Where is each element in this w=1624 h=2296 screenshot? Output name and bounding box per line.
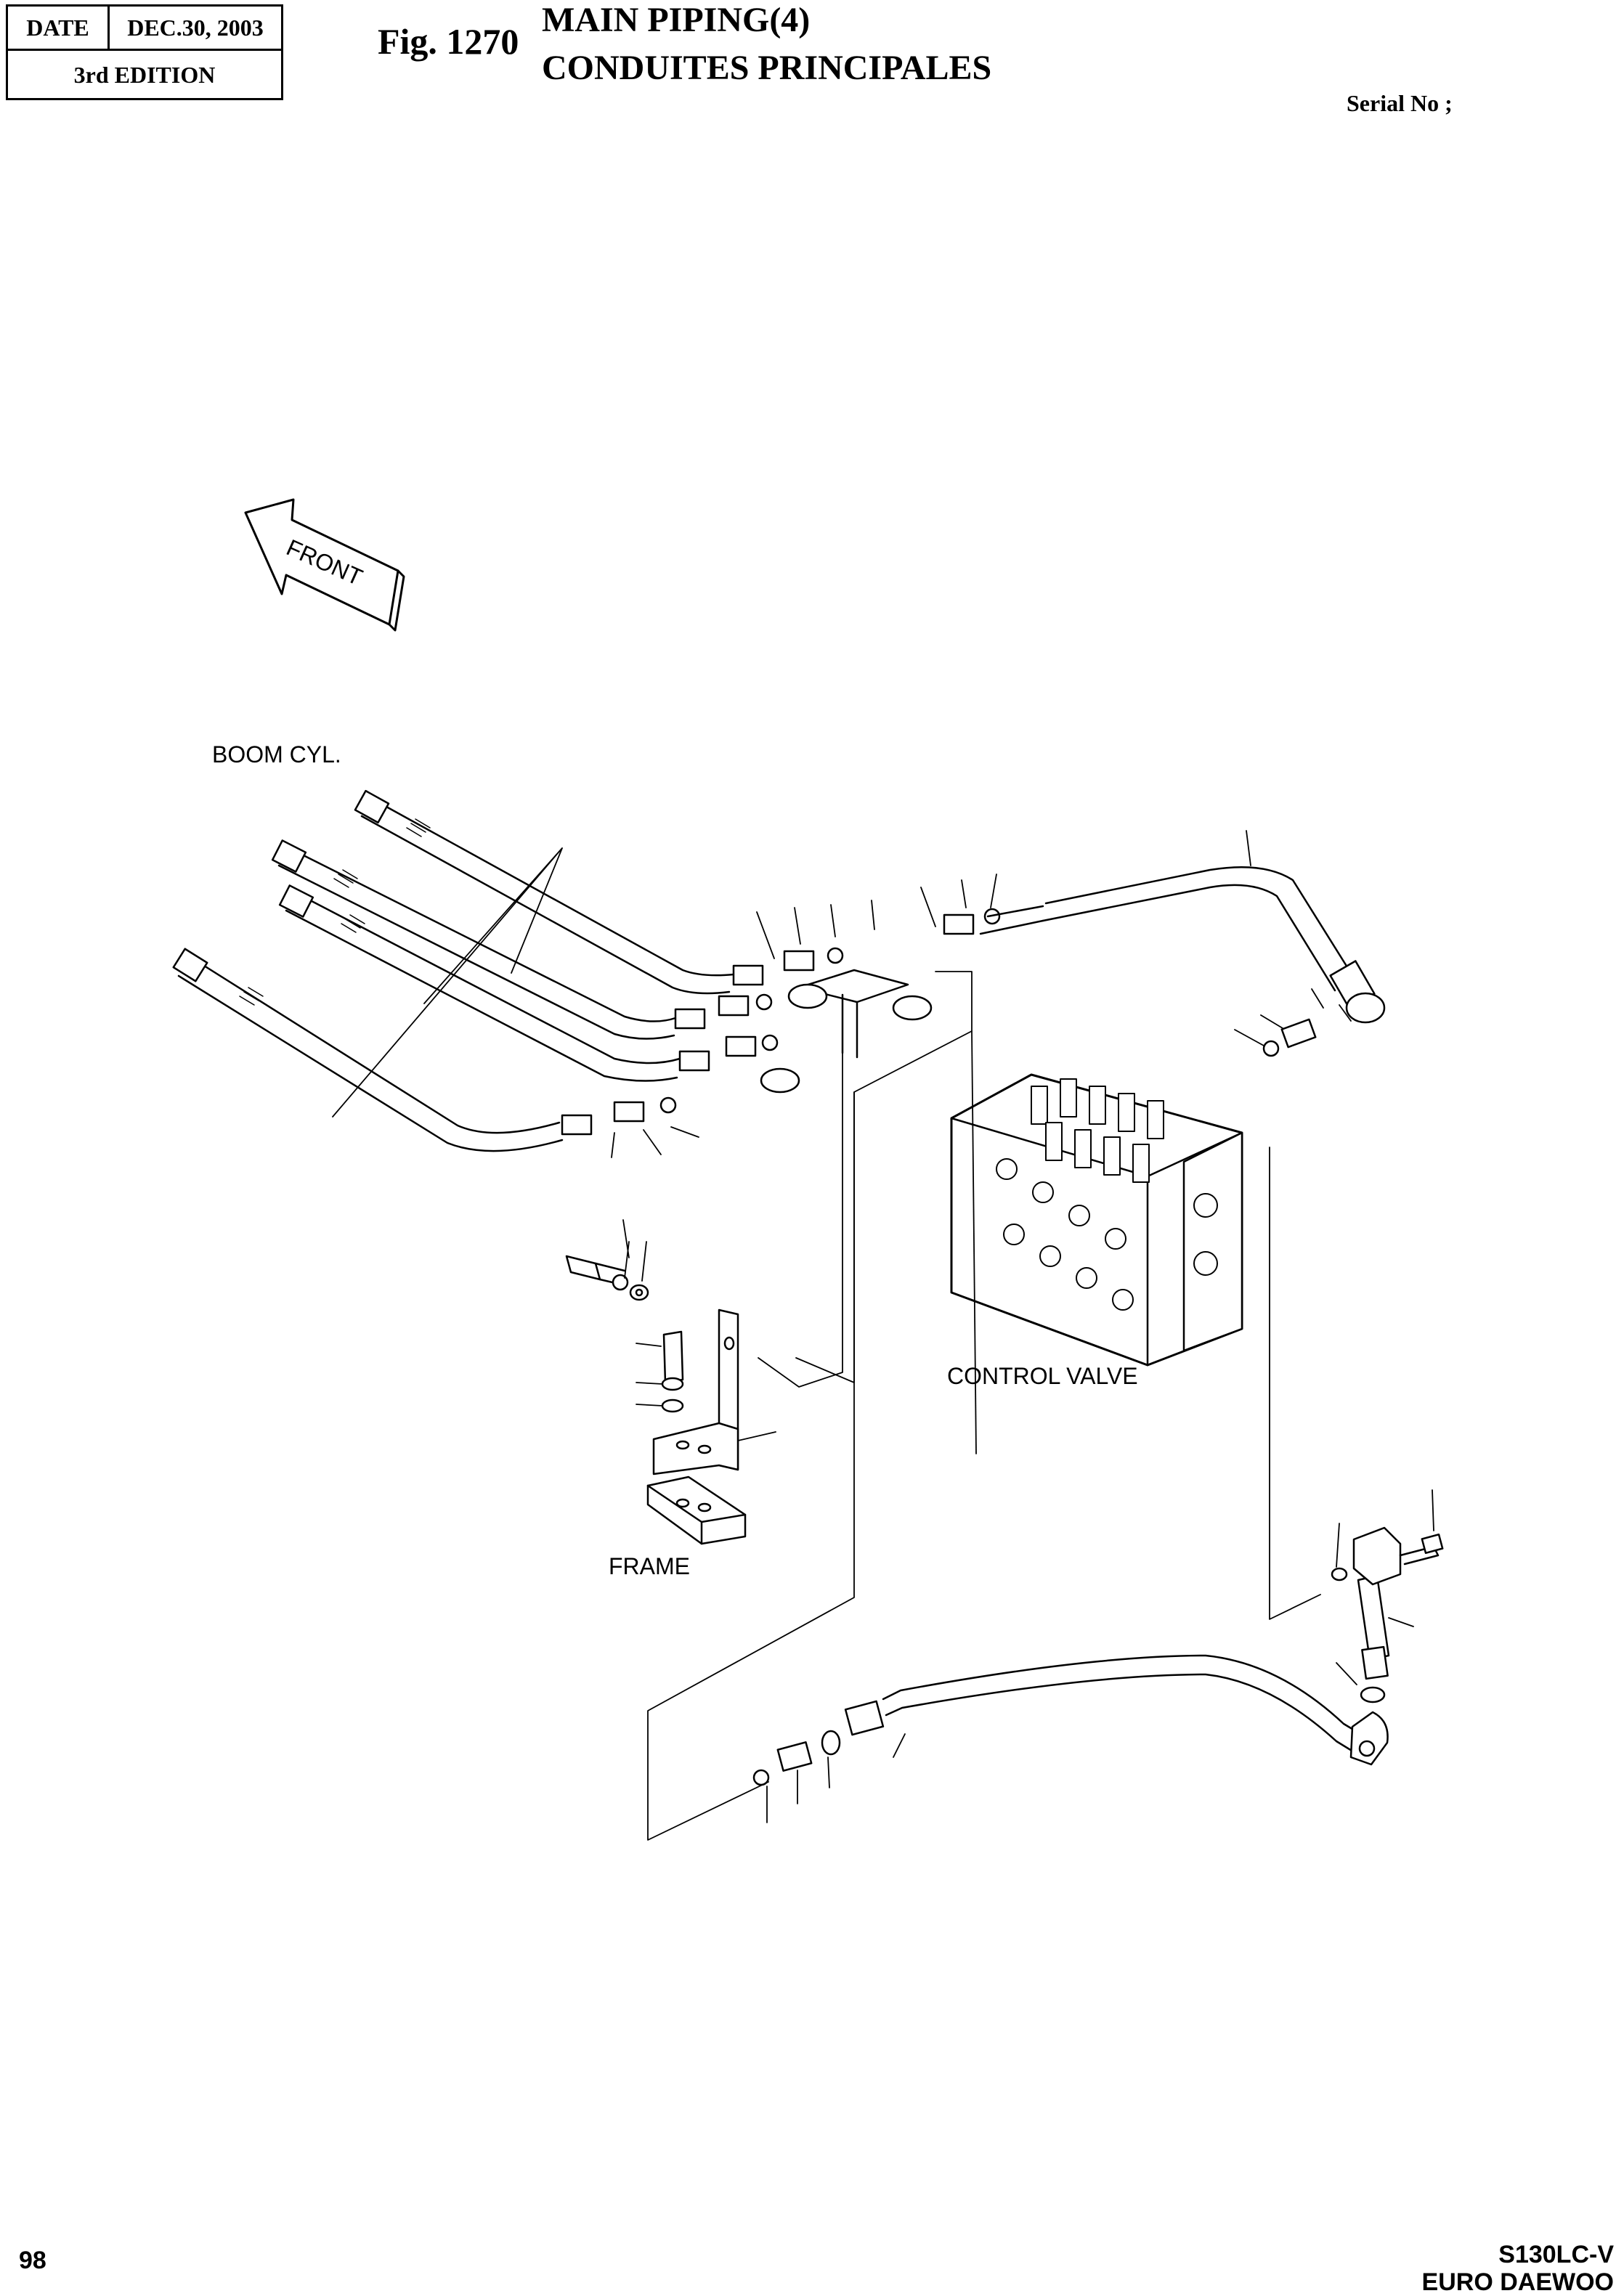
control-valve-label: CONTROL VALVE [947, 1363, 1138, 1389]
hose-fittings [561, 947, 933, 1136]
control-valve-hose-top [943, 830, 1386, 1057]
date-row: DATE DEC.30, 2003 [8, 7, 281, 51]
edition-label: 3rd EDITION [73, 62, 216, 88]
model-info: S130LC-V EURO DAEWOO [1422, 2241, 1614, 2296]
date-label: DATE [8, 7, 110, 49]
lower-hose-assembly [752, 1489, 1444, 1823]
model-name: S130LC-V [1498, 2241, 1614, 2268]
boom-hose-group [172, 789, 735, 1152]
boom-cyl-label: BOOM CYL. [212, 741, 341, 768]
brand-name: EURO DAEWOO [1421, 2268, 1614, 2296]
figure-number: Fig. 1270 [378, 21, 519, 62]
leader-lines-hoses [332, 847, 997, 1158]
front-arrow-icon: FRONT [244, 498, 405, 632]
page-number: 98 [19, 2247, 46, 2274]
page-title-french: CONDUITES PRINCIPALES [542, 49, 992, 87]
control-valve-icon [950, 1073, 1243, 1367]
frame-label: FRAME [609, 1553, 690, 1579]
date-value: DEC.30, 2003 [127, 15, 264, 41]
reference-lines [647, 971, 1321, 1841]
date-edition-box: DATE DEC.30, 2003 3rd EDITION [6, 4, 283, 100]
page-title-english: MAIN PIPING(4) [542, 1, 811, 39]
frame-bracket [565, 1219, 776, 1545]
serial-number-label: Serial No ; [1347, 90, 1453, 116]
